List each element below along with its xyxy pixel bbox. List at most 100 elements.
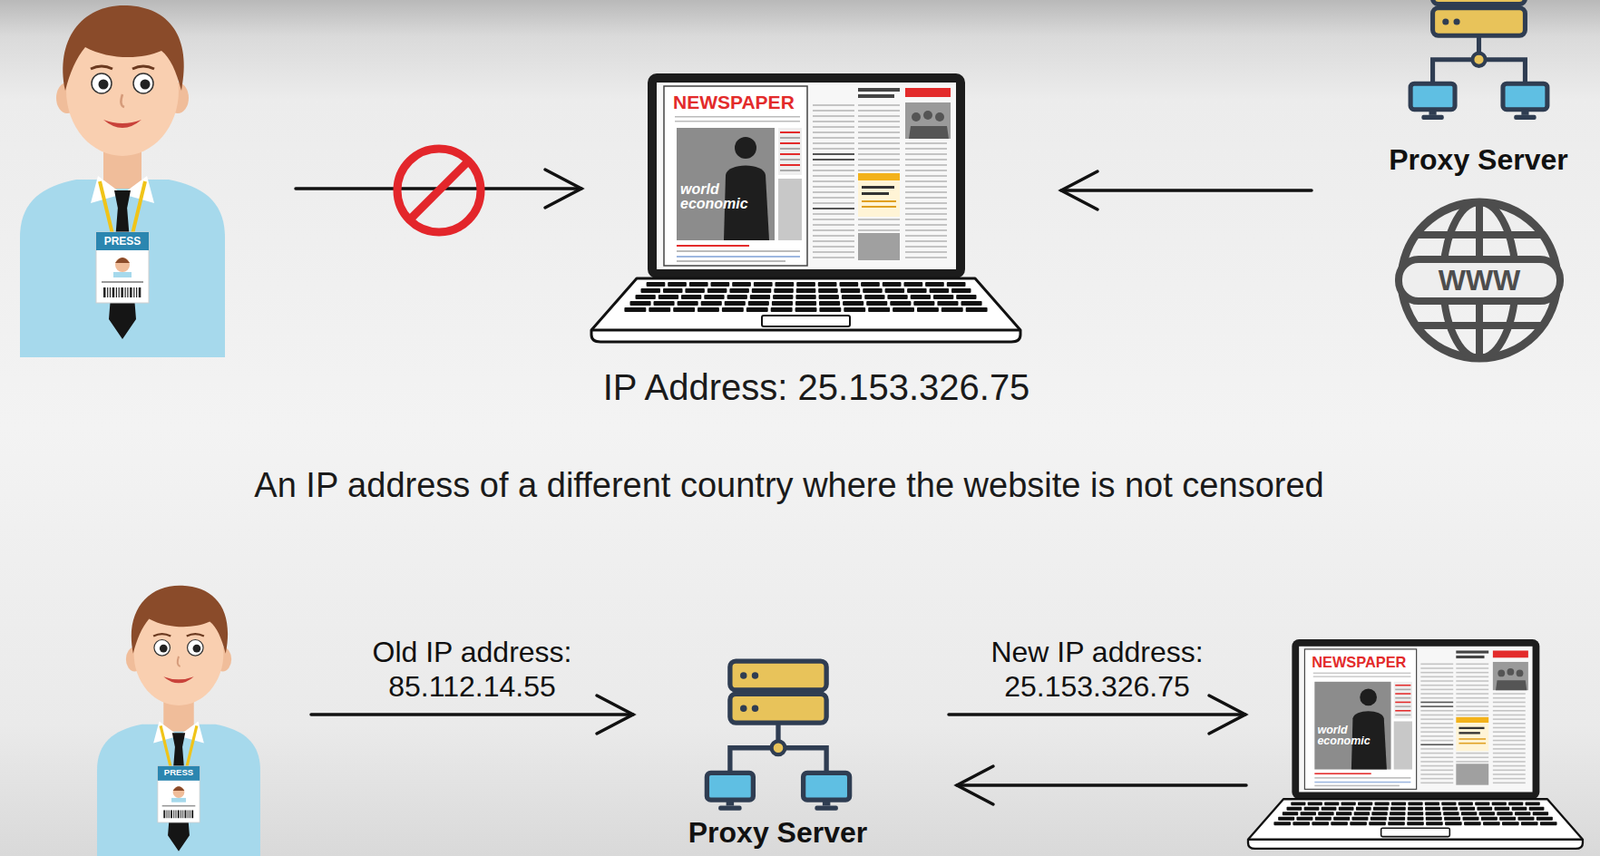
photo-person [1516, 670, 1524, 678]
key [677, 301, 699, 306]
network-wire [1432, 35, 1525, 84]
key [1443, 817, 1461, 821]
key [1462, 817, 1479, 821]
text-line [1420, 714, 1454, 717]
photo-person [923, 110, 933, 120]
key [1444, 821, 1463, 826]
section-header [1492, 650, 1529, 658]
text-line [1455, 667, 1489, 670]
key [862, 288, 883, 293]
key [913, 301, 935, 306]
text-line [1455, 702, 1489, 704]
text-line [812, 224, 855, 226]
key [1300, 811, 1317, 816]
arrow-line [956, 783, 1247, 788]
key [1371, 811, 1387, 816]
text-line [1420, 756, 1454, 759]
key [1389, 811, 1405, 816]
key [1330, 821, 1348, 826]
text-line [812, 218, 855, 221]
text-line [812, 169, 855, 172]
arrow-head [1061, 171, 1098, 210]
key [1494, 807, 1511, 811]
text-line [1492, 702, 1526, 704]
caption-line [676, 250, 800, 253]
key [818, 288, 839, 293]
server-led [740, 704, 747, 712]
barcode-bar [138, 287, 142, 298]
ad-line [1458, 738, 1486, 741]
key [1273, 821, 1291, 826]
eye [133, 73, 154, 94]
barcode-bar [126, 287, 128, 298]
key [1387, 821, 1405, 826]
key [630, 301, 652, 306]
headline-bar [1455, 650, 1489, 654]
ad-line [861, 200, 897, 203]
lanyard [160, 725, 197, 768]
badge-label: PRESS [164, 767, 194, 780]
arrow-head [1209, 695, 1246, 734]
text-line [858, 169, 900, 172]
eyebrows [90, 66, 155, 69]
text-line [905, 202, 947, 205]
side-line [1395, 697, 1411, 700]
photo-person [911, 112, 921, 122]
client-monitor [802, 772, 849, 800]
text-line [1420, 680, 1454, 683]
text-line [1455, 663, 1489, 666]
text-line [1420, 672, 1454, 674]
text-line [1492, 722, 1526, 725]
mouth [163, 676, 194, 683]
photo-figure-head [734, 136, 757, 159]
key [907, 288, 927, 293]
server-unit [1432, 8, 1525, 37]
badge-photo [173, 786, 186, 799]
text-line [858, 104, 900, 107]
text-line [1492, 760, 1526, 763]
key [866, 301, 888, 306]
news-photo [1455, 763, 1489, 785]
laptop-figure [591, 73, 1021, 342]
key [1499, 817, 1516, 821]
text-line [905, 185, 947, 188]
key [724, 301, 746, 306]
text-line [812, 245, 855, 248]
key [1517, 817, 1534, 821]
text-line [858, 158, 900, 161]
text-line [905, 147, 947, 150]
text-line [1420, 748, 1454, 751]
barcode-bar [191, 809, 194, 819]
text-line [1420, 718, 1454, 721]
key [956, 294, 976, 300]
text-line [1455, 714, 1489, 717]
caption-line [1314, 772, 1371, 775]
key [684, 288, 705, 293]
key [1442, 807, 1458, 811]
key [641, 288, 662, 293]
key [819, 307, 841, 313]
key [887, 294, 908, 300]
ad-box [858, 180, 900, 217]
text-line [905, 245, 947, 248]
proxy-node: Proxy Server [671, 654, 885, 856]
key [748, 301, 770, 306]
screen [656, 82, 957, 270]
server-unit [729, 693, 826, 723]
key [1529, 807, 1545, 811]
text-line [1455, 697, 1489, 700]
hair [131, 585, 228, 654]
key [707, 288, 728, 293]
side-line [1395, 684, 1411, 687]
text-line [1492, 748, 1526, 751]
text-line [1420, 765, 1454, 768]
barcode-bar [129, 287, 133, 298]
badge-photo-shirt [113, 272, 132, 278]
side-line [780, 158, 800, 161]
network-wire [729, 722, 826, 773]
arrow-head [596, 695, 634, 734]
text-line [905, 180, 947, 183]
key [1463, 821, 1482, 826]
text-line [858, 218, 900, 221]
eye [154, 640, 171, 657]
